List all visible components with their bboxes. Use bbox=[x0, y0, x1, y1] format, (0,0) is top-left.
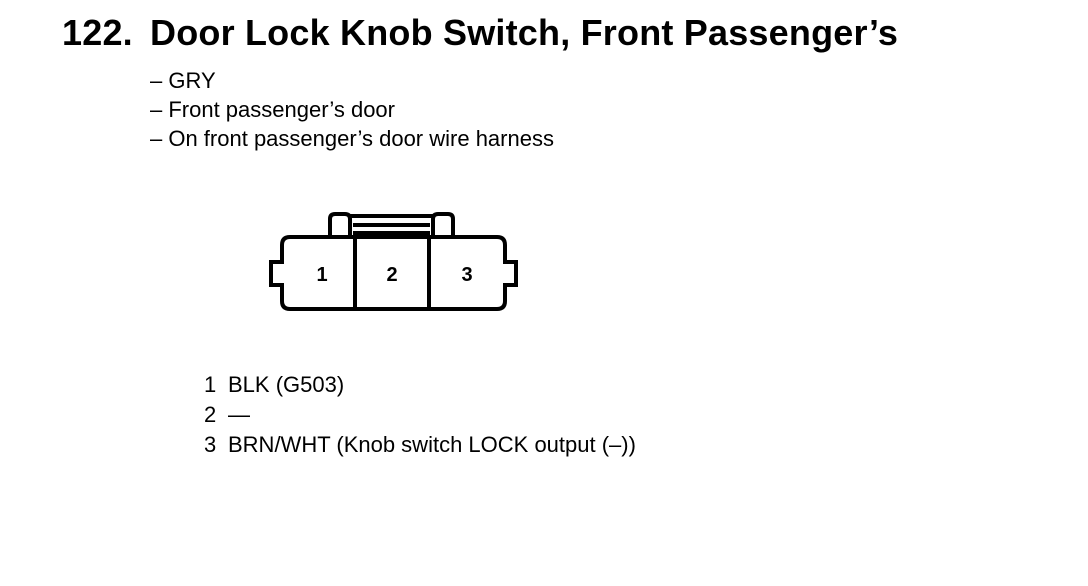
pin-wire: — bbox=[228, 402, 250, 427]
connector-lock-tab bbox=[328, 212, 455, 237]
cavity-label-1: 1 bbox=[316, 264, 327, 286]
connector-body bbox=[269, 235, 518, 311]
title-number: 122. bbox=[62, 12, 133, 53]
detail-location: – Front passenger’s door bbox=[150, 97, 395, 122]
detail-color: – GRY bbox=[150, 68, 216, 93]
cavity-label-2: 2 bbox=[386, 264, 397, 286]
pin-row-3: 3 BRN/WHT (Knob switch LOCK output (–)) bbox=[204, 430, 636, 460]
pin-row-2: 2— bbox=[204, 400, 636, 430]
pin-number: 2 bbox=[204, 402, 217, 427]
title-text: Door Lock Knob Switch, Front Passenger’s bbox=[150, 12, 899, 53]
pin-number: 3 bbox=[204, 432, 217, 457]
detail-harness: – On front passenger’s door wire harness bbox=[150, 126, 554, 151]
cavity-label-3: 3 bbox=[461, 264, 472, 286]
pin-row-1: 1 BLK (G503) bbox=[204, 370, 636, 400]
connector-diagram: 1 2 3 bbox=[269, 212, 518, 311]
pin-wire: BRN/WHT (Knob switch LOCK output (–)) bbox=[228, 432, 636, 457]
page-title: 122. Door Lock Knob Switch, Front Passeng… bbox=[62, 12, 898, 54]
pin-wire: BLK (G503) bbox=[228, 372, 345, 397]
connector-details: – GRY – Front passenger’s door – On fron… bbox=[150, 66, 554, 153]
pin-number: 1 bbox=[204, 372, 217, 397]
